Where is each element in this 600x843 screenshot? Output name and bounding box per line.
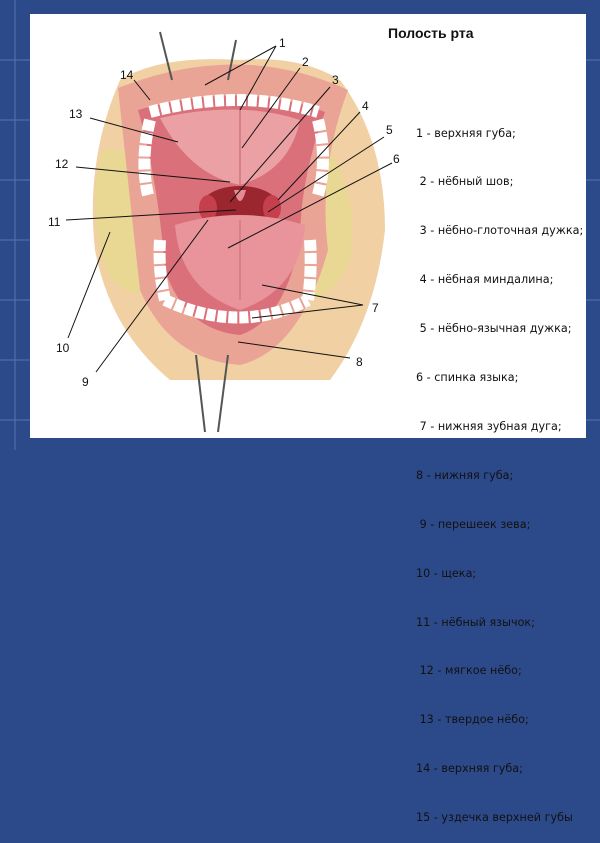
callout-7: 7 [372,301,379,315]
callout-11: 11 [48,215,61,229]
legend-item: 6 - спинка языка; [416,371,519,385]
callout-10: 10 [56,341,70,355]
lower-molars-left [153,239,171,302]
oral-cavity-illustration: 1 2 3 4 5 6 7 8 9 10 11 12 13 14 [48,31,400,433]
legend-item: 11 - нёбный язычок; [416,615,535,629]
legend-item: 12 - мягкое нёбо; [416,664,522,678]
callout-1: 1 [279,36,286,50]
retractor-top-left [159,31,173,81]
callout-13: 13 [69,107,83,121]
legend-item: 15 - уздечка верхней губы [416,811,573,825]
legend-item: 2 - нёбный шов; [416,175,514,189]
callout-14: 14 [120,68,134,82]
legend-item: 3 - нёбно-глоточная дужка; [416,224,584,238]
retractor-bottom-left [195,354,206,433]
upper-molars-left [138,118,156,197]
callout-12: 12 [55,157,69,171]
diagram-title: Полость рта [388,25,474,41]
callout-5: 5 [386,123,393,137]
retractor-top-right [227,39,237,81]
legend-item: 5 - нёбно-язычная дужка; [416,322,572,336]
leader-lines [65,45,393,373]
lower-teeth [162,294,311,324]
callout-9: 9 [82,375,89,389]
hard-palate [160,109,300,185]
upper-molars-right [312,118,329,197]
legend-item: 8 - нижняя губа; [416,468,514,482]
lower-molars-right [302,239,317,301]
callout-4: 4 [362,99,369,113]
legend-item: 10 - щека; [416,566,477,580]
callout-3: 3 [332,73,339,87]
legend-item: 1 - верхняя губа; [416,126,516,140]
uvula [234,190,246,201]
legend-item: 9 - перешеек зева; [416,517,531,531]
tonsil-left [199,195,217,221]
legend-item: 4 - нёбная миндалина; [416,273,554,287]
retractor-bottom-right [217,354,229,433]
callout-6: 6 [393,152,400,166]
legend-list: 1 - верхняя губа; 2 - нёбный шов; 3 - нё… [416,93,596,843]
legend-item: 7 - нижняя зубная дуга; [416,419,562,433]
upper-teeth [148,94,320,118]
callout-2: 2 [302,55,309,69]
tonsil-right [263,195,281,221]
callout-8: 8 [356,355,363,369]
legend-item: 14 - верхняя губа; [416,762,523,776]
legend-item: 13 - твердое нёбо; [416,713,529,727]
